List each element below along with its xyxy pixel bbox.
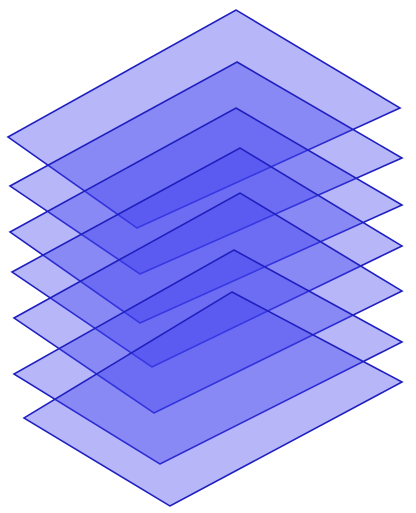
stacked-layers-diagram xyxy=(0,0,416,513)
stacked-layers-canvas xyxy=(0,0,416,513)
